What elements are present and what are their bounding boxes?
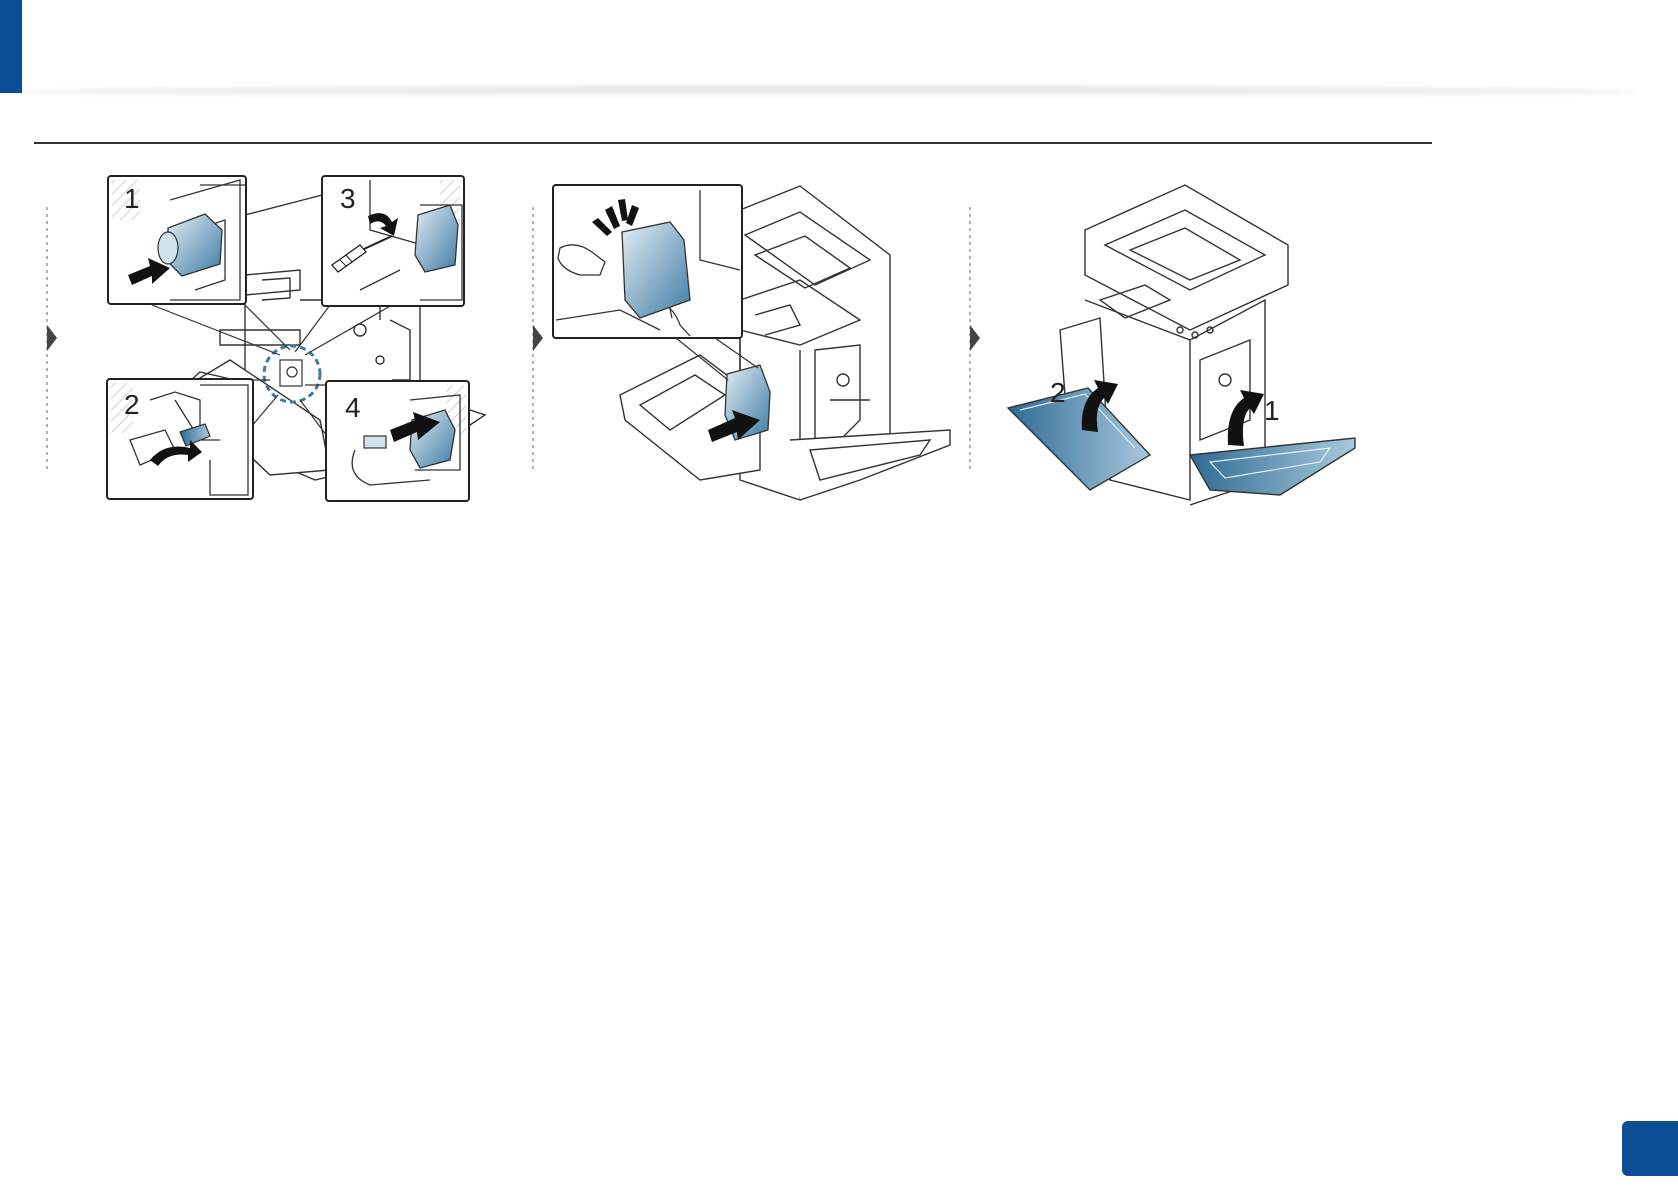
front-door bbox=[1008, 388, 1150, 490]
callout-4: 4 bbox=[326, 381, 469, 501]
callout-1: 1 bbox=[108, 176, 246, 304]
step-arrow-icon bbox=[47, 325, 57, 351]
callout-number: 3 bbox=[340, 183, 356, 214]
door-label: 1 bbox=[1264, 395, 1280, 426]
callout-number: 2 bbox=[124, 389, 140, 420]
callout-insert bbox=[553, 185, 742, 338]
step-insert bbox=[533, 185, 950, 500]
close-arrow-icon bbox=[1228, 390, 1264, 446]
callout-number: 1 bbox=[124, 183, 140, 214]
callout-2: 2 bbox=[107, 379, 253, 499]
page-number-badge bbox=[1622, 1121, 1678, 1176]
step-close-doors: 2 1 bbox=[970, 185, 1355, 505]
callout-number: 4 bbox=[345, 392, 361, 423]
step-arrow-icon bbox=[970, 325, 980, 351]
step-arrow-icon bbox=[533, 325, 543, 351]
step-connector: 1 3 bbox=[47, 176, 485, 501]
callout-3: 3 bbox=[322, 176, 464, 306]
door-label: 2 bbox=[1050, 377, 1066, 408]
